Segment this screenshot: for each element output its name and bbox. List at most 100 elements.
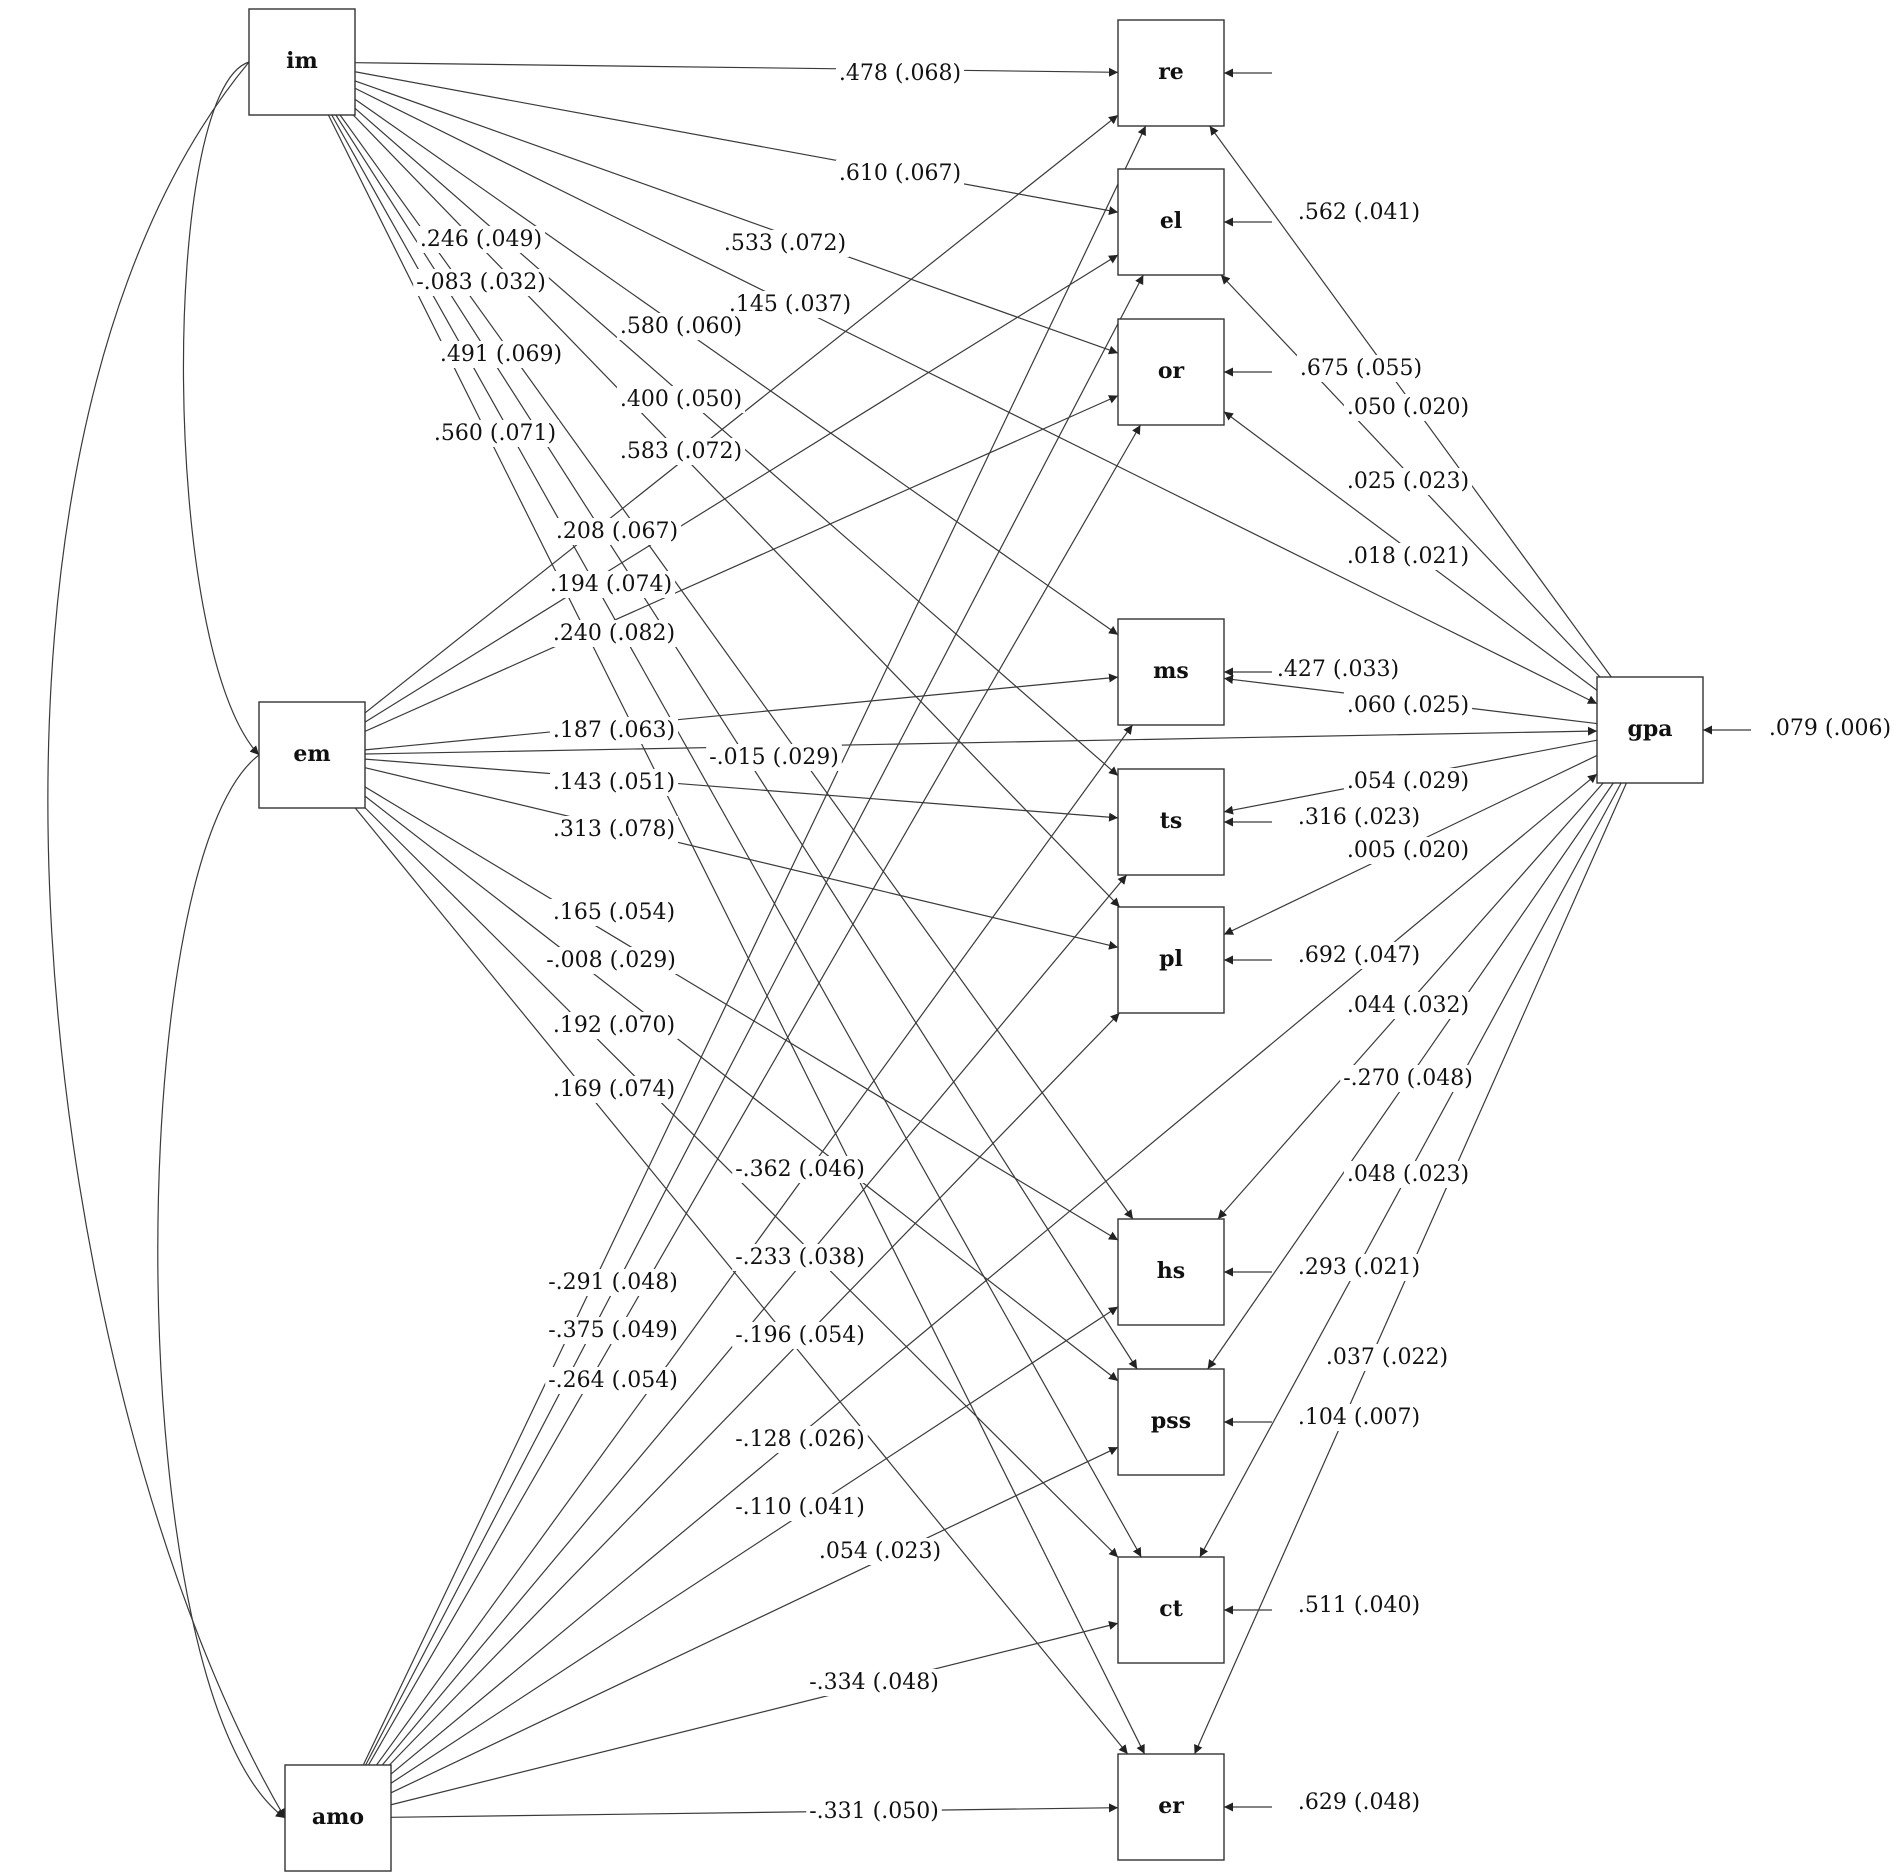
variable-box — [284, 1764, 392, 1872]
path-coefficient-amo-to-el: -.375 (.049) — [548, 1318, 678, 1343]
path-coefficient-amo-to-re: -.291 (.048) — [548, 1270, 678, 1295]
variable-node-re: re — [1117, 19, 1225, 127]
label-background — [616, 438, 746, 465]
variable-label: er — [1158, 1793, 1184, 1819]
path-im-to-re — [354, 62, 1119, 77]
path-em-to-gpa — [364, 726, 1598, 755]
path-em-to-pss — [364, 795, 1119, 1382]
label-background — [545, 1269, 681, 1296]
path-im-to-er — [327, 114, 1146, 1755]
variable-box — [258, 701, 366, 809]
variable-node-er: er — [1117, 1753, 1225, 1861]
variable-node-el: el — [1117, 168, 1225, 276]
path-coefficient-im-to-er: .560 (.071) — [434, 421, 556, 446]
path-coefficient-em-to-ts: .143 (.051) — [553, 770, 675, 795]
variable-node-ct: ct — [1117, 1556, 1225, 1664]
label-background — [1294, 1789, 1424, 1816]
label-background — [706, 744, 842, 771]
path-coefficient-em-to-er: .165 (.054) — [553, 900, 675, 925]
label-background — [543, 947, 679, 974]
residual-variance-pl: .692 (.047) — [1298, 943, 1420, 968]
variable-node-gpa: gpa — [1596, 676, 1704, 784]
label-background — [549, 1076, 679, 1103]
variable-box — [248, 8, 356, 116]
variable-label: gpa — [1627, 716, 1672, 742]
label-layer: .478 (.068).610 (.067).533 (.072).145 (.… — [413, 60, 1895, 1825]
residual-variance-hs: .293 (.021) — [1298, 1255, 1420, 1280]
label-background — [1294, 1404, 1424, 1431]
path-coefficient-gpa-to-hs: -.270 (.048) — [1343, 1066, 1473, 1091]
path-amo-to-gpa — [390, 773, 1598, 1775]
path-em-to-er — [354, 807, 1129, 1755]
residual-variance-er: .629 (.048) — [1298, 1790, 1420, 1815]
path-coefficient-im-to-or: .533 (.072) — [724, 231, 846, 256]
label-background — [835, 60, 965, 87]
variable-node-em: em — [258, 701, 366, 809]
path-im-to-el — [354, 71, 1119, 216]
variable-node-im: im — [248, 8, 356, 116]
label-background — [1294, 1254, 1424, 1281]
variable-label: ms — [1153, 658, 1189, 684]
label-background — [1343, 468, 1473, 495]
variable-box — [1117, 1556, 1225, 1664]
label-background — [549, 769, 679, 796]
label-background — [549, 899, 679, 926]
variable-node-ts: ts — [1117, 768, 1225, 876]
variable-box — [1117, 768, 1225, 876]
path-amo-to-ts — [381, 874, 1128, 1766]
label-background — [1273, 656, 1403, 683]
path-im-to-pss — [335, 114, 1138, 1370]
path-coefficient-im-to-ms: .580 (.060) — [620, 314, 742, 339]
path-coefficient-gpa-to-re: .050 (.020) — [1347, 395, 1469, 420]
path-amo-to-re — [362, 125, 1147, 1766]
label-background — [546, 571, 676, 598]
label-background — [1294, 1592, 1424, 1619]
label-background — [1294, 804, 1424, 831]
label-background — [1343, 992, 1473, 1019]
variable-box — [1117, 906, 1225, 1014]
path-amo-to-pss — [390, 1446, 1119, 1794]
path-coefficient-gpa-to-ct: .048 (.023) — [1347, 1162, 1469, 1187]
path-coefficient-im-to-hs: .246 (.049) — [420, 227, 542, 252]
residual-variance-el: .675 (.055) — [1300, 356, 1422, 381]
path-coefficient-em-to-ct: .169 (.074) — [553, 1077, 675, 1102]
path-amo-to-pl — [389, 1012, 1120, 1766]
path-coefficient-im-to-ts: .400 (.050) — [620, 387, 742, 412]
path-coefficient-em-to-ms: .187 (.063) — [553, 718, 675, 743]
path-coefficient-amo-to-pss: .054 (.023) — [819, 1539, 941, 1564]
path-coefficient-im-to-el: .610 (.067) — [839, 161, 961, 186]
variable-box — [1117, 618, 1225, 726]
label-background — [1343, 1161, 1473, 1188]
label-background — [1343, 543, 1473, 570]
path-coefficient-gpa-to-pss: .044 (.032) — [1347, 993, 1469, 1018]
path-coefficient-em-to-pss: .192 (.070) — [553, 1013, 675, 1038]
label-background — [549, 1012, 679, 1039]
path-em-to-ms — [364, 673, 1119, 751]
covariance-em-amo — [157, 745, 286, 1819]
path-im-to-hs — [339, 114, 1134, 1220]
residual-variance-re: .562 (.041) — [1298, 200, 1420, 225]
variable-node-pss: pss — [1117, 1368, 1225, 1476]
residual-variance-ms: .427 (.033) — [1277, 657, 1399, 682]
variable-label: ts — [1160, 808, 1183, 834]
path-em-to-hs — [364, 786, 1119, 1241]
variable-node-pl: pl — [1117, 906, 1225, 1014]
path-coefficient-em-to-hs: -.008 (.029) — [546, 948, 676, 973]
label-background — [732, 1426, 868, 1453]
path-coefficient-amo-to-gpa: -.128 (.026) — [735, 1427, 865, 1452]
path-coefficient-em-to-re: .208 (.067) — [556, 519, 678, 544]
path-coefficient-amo-to-ms: -.362 (.046) — [735, 1157, 865, 1182]
path-em-to-re — [364, 114, 1119, 714]
path-coefficient-gpa-to-ms: .060 (.025) — [1347, 693, 1469, 718]
variable-box — [1596, 676, 1704, 784]
variable-label: im — [286, 48, 318, 74]
path-coefficient-em-to-el: .194 (.074) — [550, 572, 672, 597]
residual-layer — [1224, 68, 1751, 1812]
variable-label: or — [1158, 358, 1185, 384]
path-coefficient-im-to-ct: .491 (.069) — [440, 342, 562, 367]
variable-label: amo — [312, 1804, 364, 1830]
covariance-im-em — [182, 54, 260, 756]
path-coefficient-im-to-re: .478 (.068) — [839, 61, 961, 86]
path-coefficient-em-to-gpa: -.015 (.029) — [709, 745, 839, 770]
